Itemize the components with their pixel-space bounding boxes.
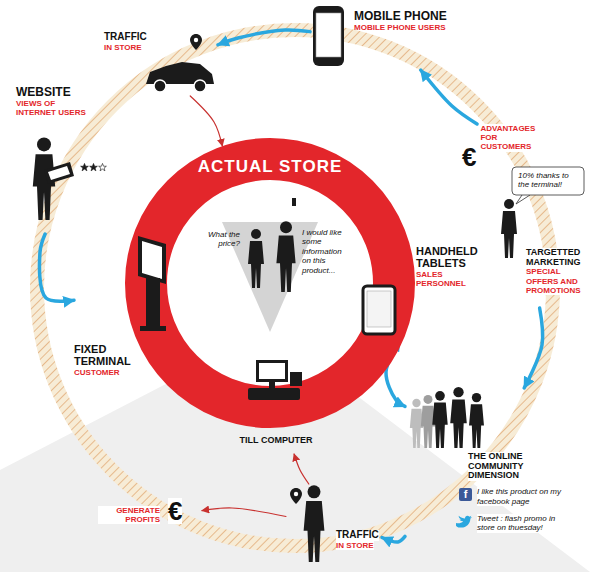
node-text: CUSTOMER (74, 368, 174, 377)
shopper-icon (304, 485, 325, 562)
node-text: MOBILE PHONE (354, 10, 474, 23)
speech-bubble (512, 167, 584, 204)
node-text: SPECIAL OFFERS AND PROMOTIONS (526, 267, 586, 295)
flow-arrow (524, 308, 542, 388)
handset (292, 198, 296, 206)
node-text: TILL COMPUTER (236, 436, 316, 446)
speech-text: 10% thanks to the terminal! (518, 171, 582, 190)
traffic-node: TRAFFICIN STORE (286, 484, 382, 564)
speech-text: I would like some information on this pr… (302, 228, 350, 275)
node-text: TRAFFIC (104, 32, 218, 43)
community-node: THE ONLINE COMMUNITY DIMENSION I like thi… (405, 388, 577, 548)
customer-figure (248, 229, 264, 288)
node-text: FIXED TERMINAL (74, 344, 136, 368)
icon-letter: f (459, 488, 472, 501)
node-text: TRAFFIC (336, 530, 379, 541)
profits-node: GENERATE PROFITS € (98, 498, 202, 532)
community-icon (410, 387, 484, 448)
twitter-icon (456, 516, 472, 528)
salesman-figure (276, 221, 295, 292)
flow-arrow (421, 70, 477, 124)
node-text: € (462, 144, 476, 170)
speech-text: What the price? (196, 230, 240, 249)
flow-arrow (382, 536, 405, 542)
node-text: TARGETTED MARKETING (526, 248, 586, 267)
node-text: ACTUAL STORE (125, 158, 415, 177)
node-text: HANDHELD TABLETS (416, 246, 482, 270)
mobile-phone-icon (313, 6, 344, 66)
node-text: THE ONLINE COMMUNITY DIMENSION (468, 452, 574, 481)
marketer-icon (501, 199, 517, 258)
tablet-icon (363, 286, 395, 334)
node-text: IN STORE (104, 43, 218, 52)
car-icon (146, 62, 214, 92)
till-icon (248, 360, 302, 400)
store-ring (146, 159, 394, 407)
mobile-node: MOBILE PHONEMOBILE PHONE USERS (310, 4, 474, 70)
tablet-node: HANDHELD TABLETSSALES PERSONNEL (358, 246, 482, 340)
node-text: € (168, 498, 182, 524)
node-text: VIEWS OF INTERNET USERS (16, 99, 88, 117)
store-ring: ACTUAL STOREFIXED TERMINALCUSTOMERHANDHE… (125, 138, 415, 428)
terminal-icon (138, 236, 166, 331)
node-text: ADVANTAGES FOR CUSTOMERS (480, 124, 550, 152)
node-text: MOBILE PHONE USERS (354, 23, 474, 32)
website-node: WEBSITEVIEWS OF INTERNET USERS (16, 86, 116, 234)
store-floor (167, 180, 373, 386)
node-text: IN STORE (336, 541, 374, 550)
till-node: TILL COMPUTER (236, 356, 316, 454)
flow-arrow (39, 234, 74, 301)
node-text: I like this product on my facebook page (477, 487, 575, 506)
marketing-node: TARGETTED MARKETINGSPECIAL OFFERS AND PR… (486, 196, 586, 308)
web-user-icon (33, 137, 74, 220)
terminal-node: FIXED TERMINALCUSTOMER (74, 228, 174, 380)
rating-stars (81, 163, 107, 170)
node-text: Tweet : flash promo in store on thuesday… (477, 514, 575, 533)
traffic-arrow (202, 508, 286, 517)
node-text: WEBSITE (16, 86, 116, 99)
facebook-icon (459, 488, 472, 501)
node-text: GENERATE PROFITS (98, 506, 160, 524)
location-pin (190, 34, 202, 50)
traffic-node: TRAFFICIN STORE (104, 32, 218, 96)
traffic-arrow (190, 96, 222, 146)
store-illustration (125, 138, 415, 428)
location-pin (290, 488, 302, 504)
flow-arrow (218, 30, 310, 45)
node-text: SALES PERSONNEL (416, 270, 482, 288)
traffic-arrow (294, 454, 309, 484)
